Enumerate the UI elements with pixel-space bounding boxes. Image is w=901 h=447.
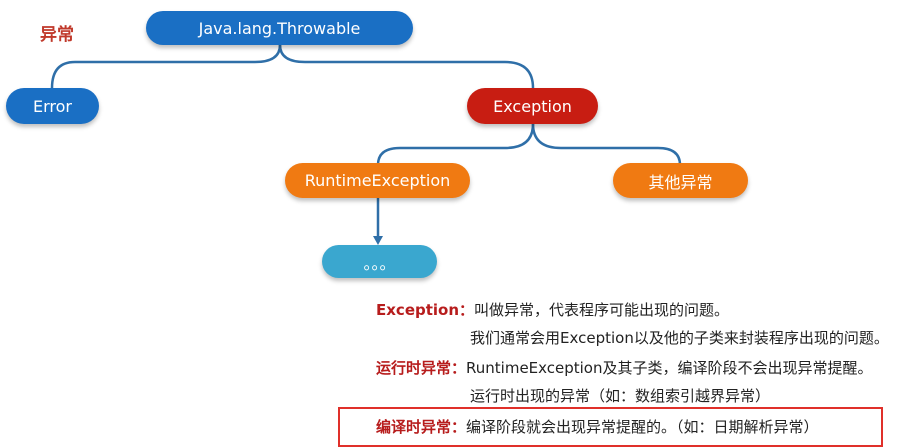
note-line-3: 运行时异常：RuntimeException及其子类，编译阶段不会出现异常提醒。 (376, 357, 873, 378)
note-text: 叫做异常，代表程序可能出现的问题。 (474, 301, 730, 319)
connector-throwable-exception (278, 44, 535, 89)
note-text: 我们通常会用Exception以及他的子类来封装程序出现的问题。 (470, 329, 889, 347)
highlight-box (338, 407, 883, 447)
note-text: 运行时出现的异常（如：数组索引越界异常） (470, 387, 771, 405)
node-throwable: Java.lang.Throwable (146, 11, 413, 45)
connector-exception-other (531, 123, 682, 166)
connector-throwable-error (50, 44, 282, 89)
note-text: 编译阶段就会出现异常提醒的。（如：日期解析异常） (466, 418, 819, 436)
node-runtime-exception: RuntimeException (285, 163, 470, 198)
node-exception: Exception (467, 88, 598, 124)
node-error: Error (6, 88, 99, 124)
note-line-2: 我们通常会用Exception以及他的子类来封装程序出现的问题。 (470, 327, 889, 348)
node-other-exception: 其他异常 (613, 163, 748, 198)
node-ellipsis: 。。。 (322, 245, 437, 278)
arrowhead-icon (373, 236, 383, 245)
connector-exception-runtime (376, 123, 535, 166)
note-line-1: Exception：叫做异常，代表程序可能出现的问题。 (376, 299, 729, 320)
note-text: RuntimeException及其子类，编译阶段不会出现异常提醒。 (466, 359, 873, 377)
note-term: 编译时异常： (376, 418, 467, 436)
note-line-4: 运行时出现的异常（如：数组索引越界异常） (470, 385, 770, 406)
note-term: 运行时异常： (376, 359, 467, 377)
note-line-5: 编译时异常：编译阶段就会出现异常提醒的。（如：日期解析异常） (376, 416, 819, 437)
diagram-title: 异常 (40, 25, 74, 45)
note-term: Exception： (376, 301, 475, 319)
